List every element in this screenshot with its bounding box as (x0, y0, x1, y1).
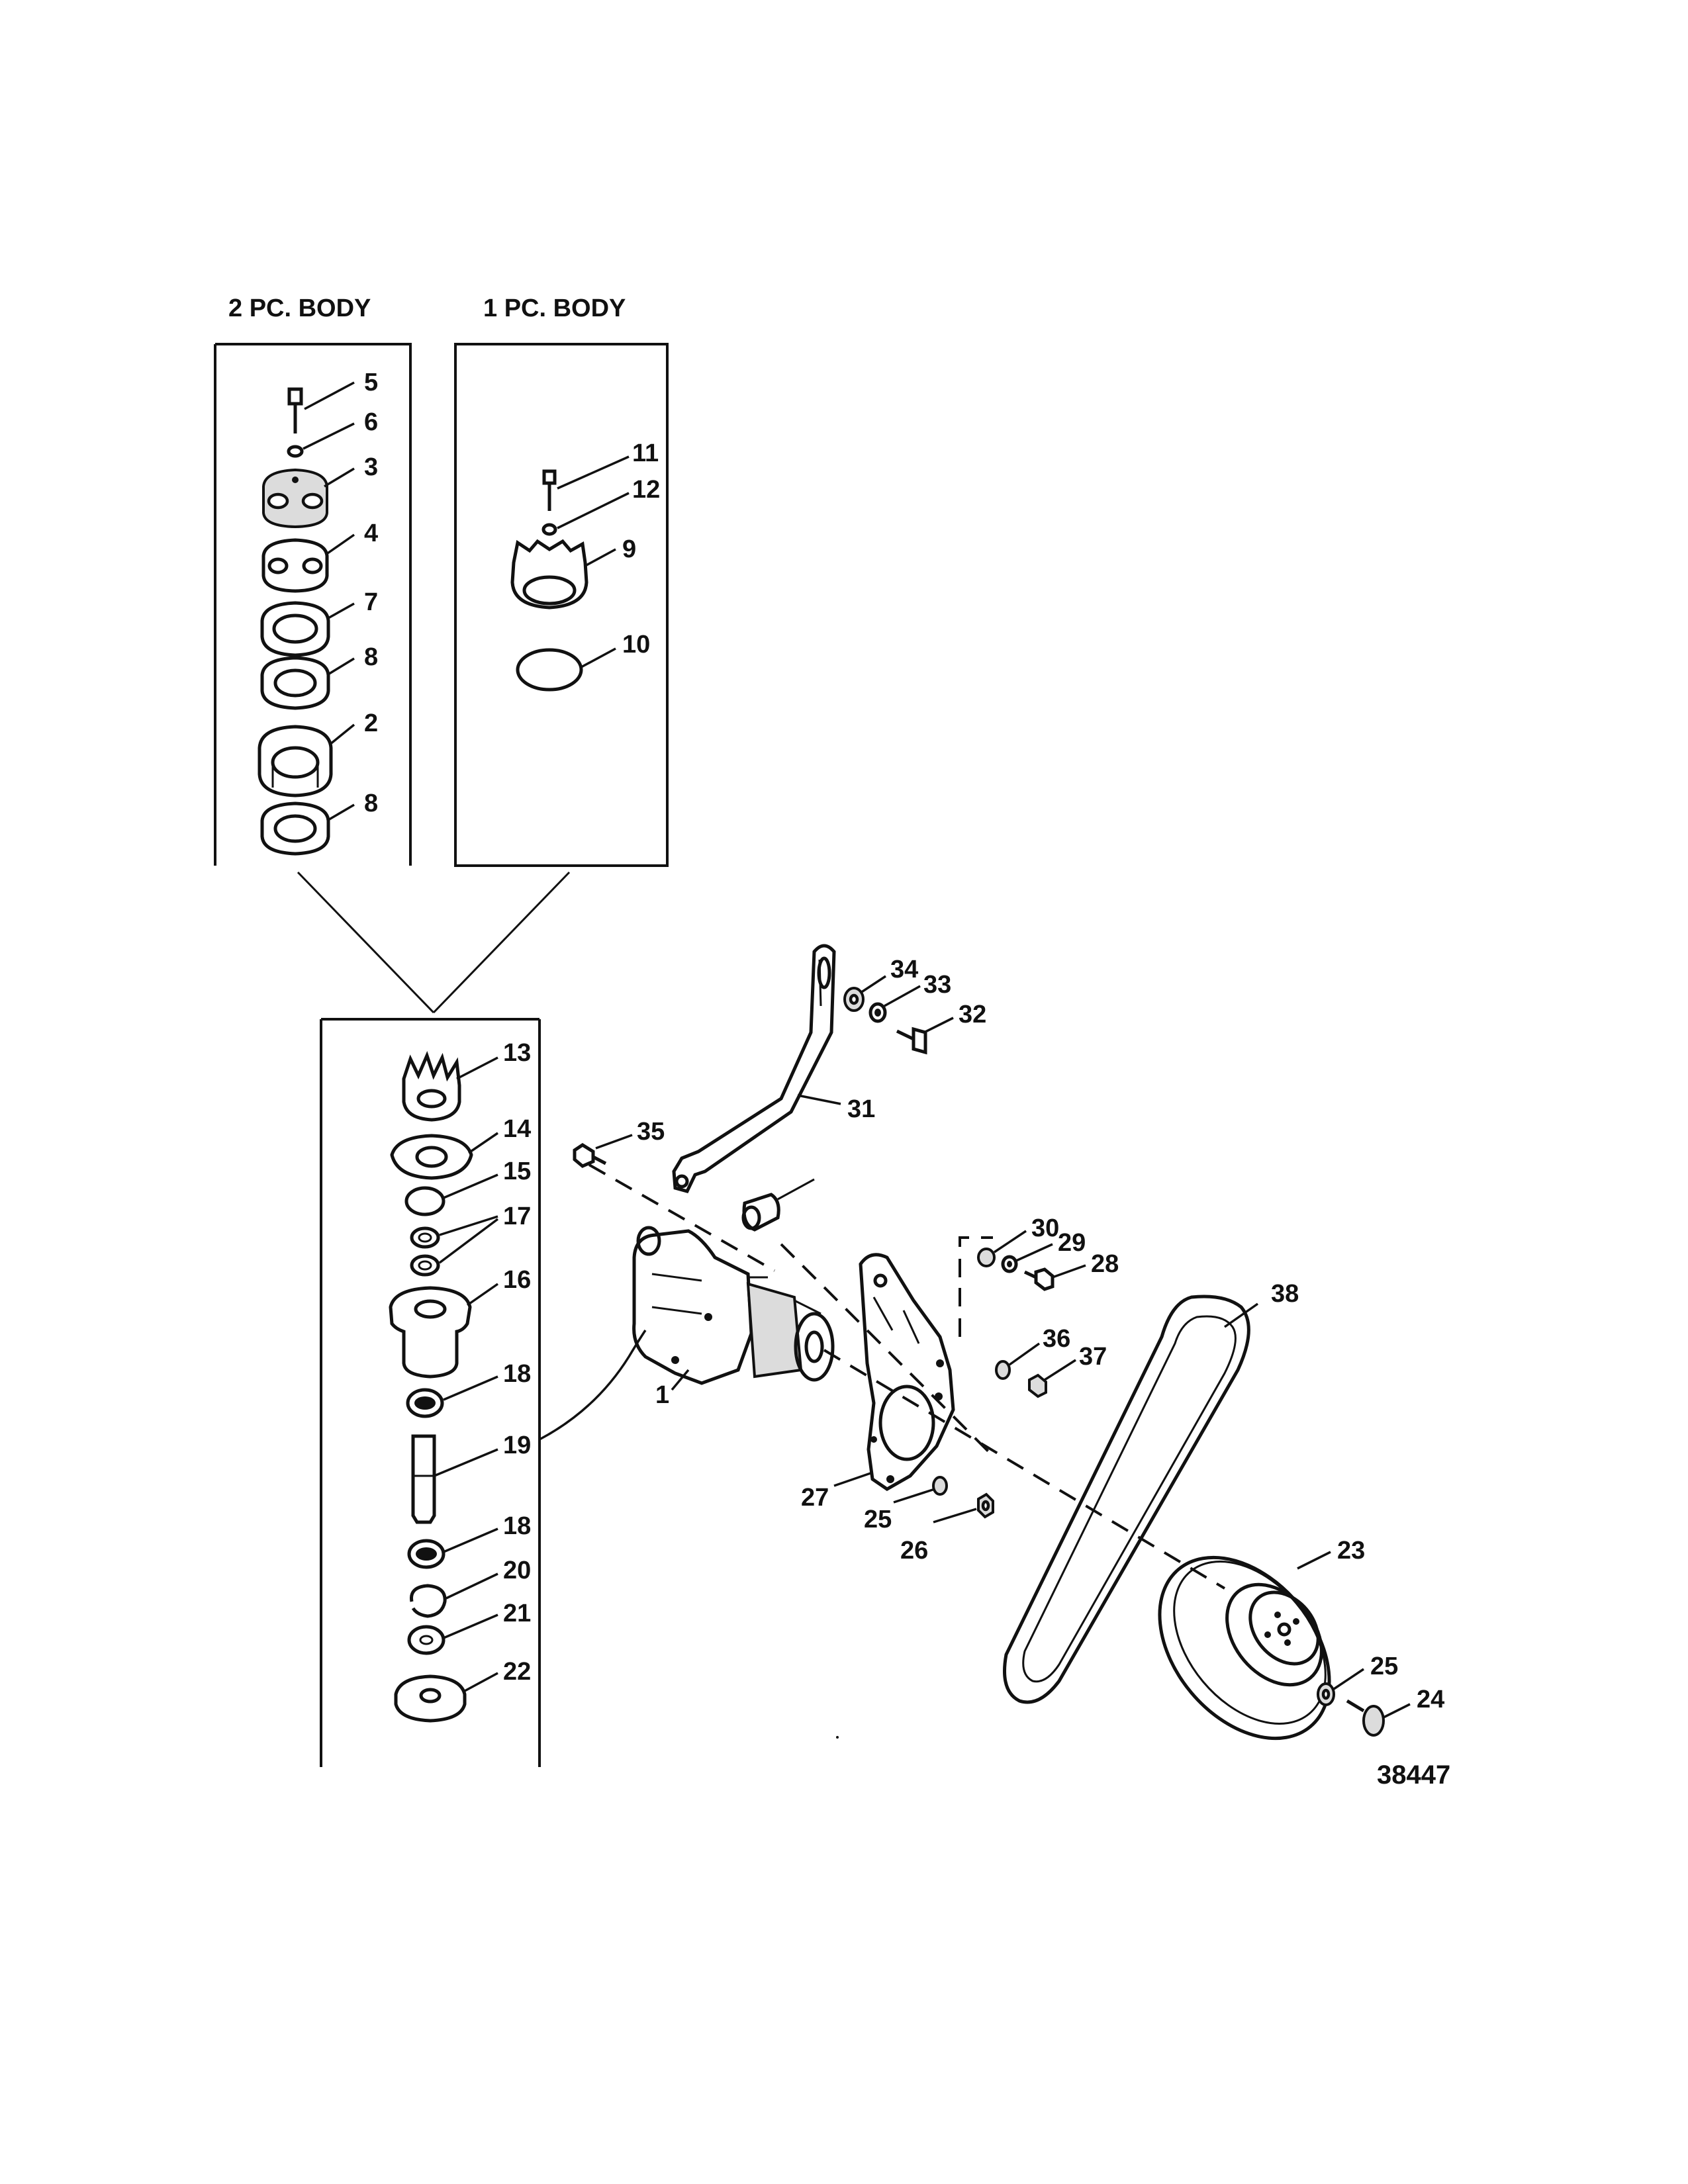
lockwasher-33 (868, 1002, 887, 1023)
retaining-ring-20 (410, 1584, 447, 1618)
leaders-1pc (557, 455, 630, 668)
o-ring-10 (516, 648, 583, 692)
panel-pump-internals (320, 1018, 541, 1767)
callout-18-lower: 18 (503, 1512, 531, 1540)
internals-link-curve (539, 1330, 647, 1441)
header-2pc-body: 2 PC. BODY (228, 295, 371, 322)
panel-connector-lines (297, 871, 571, 1014)
pump-body-9 (510, 539, 588, 610)
figure-number: 38447 (1377, 1760, 1450, 1790)
callout-1: 1 (655, 1381, 669, 1409)
callout-32: 32 (959, 1001, 986, 1028)
lockwasher-29 (1001, 1255, 1018, 1273)
callout-20: 20 (503, 1557, 531, 1584)
callout-3: 3 (364, 453, 378, 481)
assembly-dash-lines (588, 1163, 1226, 1590)
callout-25-bracket: 25 (864, 1506, 892, 1533)
callout-22: 22 (503, 1658, 531, 1686)
callout-13: 13 (503, 1039, 531, 1067)
water-pump-assembly-1 (632, 1226, 835, 1385)
seal-21 (407, 1625, 445, 1655)
callout-18-upper: 18 (503, 1360, 531, 1388)
callout-4: 4 (364, 520, 378, 547)
callout-15: 15 (503, 1158, 531, 1185)
spacer-bushing (741, 1178, 815, 1232)
adjusting-arm-31 (672, 944, 836, 1193)
wear-plate-14 (390, 1134, 473, 1180)
gasket-4 (261, 538, 329, 593)
o-ring-15 (404, 1186, 445, 1216)
gasket-8-lower (260, 801, 330, 856)
callout-8-upper: 8 (364, 643, 378, 671)
impeller-13 (402, 1051, 461, 1122)
washer-12 (541, 523, 557, 536)
callout-9: 9 (622, 535, 636, 563)
callout-7: 7 (364, 588, 378, 616)
callout-5: 5 (364, 369, 378, 396)
washer-25-pulley (1317, 1682, 1335, 1706)
shaft-19 (411, 1434, 436, 1524)
callout-27: 27 (801, 1484, 829, 1512)
screw-5 (287, 387, 303, 433)
washer-6 (287, 445, 304, 458)
callout-14: 14 (503, 1115, 531, 1143)
nut-37 (1028, 1373, 1047, 1398)
pulley-23 (1158, 1555, 1331, 1741)
callout-29: 29 (1058, 1229, 1086, 1257)
callout-28: 28 (1091, 1250, 1119, 1278)
stray-dot (836, 1736, 839, 1739)
callout-21: 21 (503, 1600, 531, 1627)
panel-1pc-body (454, 343, 669, 867)
callout-16: 16 (503, 1266, 531, 1294)
callout-33: 33 (923, 971, 951, 999)
nut-26 (977, 1492, 994, 1519)
leaders-main (595, 975, 1411, 1719)
callout-19: 19 (503, 1432, 531, 1459)
bolt-35 (573, 1143, 607, 1168)
bolt-24 (1346, 1699, 1385, 1737)
callout-2: 2 (364, 709, 378, 737)
washer-34 (843, 987, 865, 1012)
callout-34: 34 (890, 956, 918, 983)
wear-plate-7 (260, 601, 330, 657)
panel-2pc-body (214, 343, 412, 866)
callout-31: 31 (847, 1095, 875, 1123)
washer-25-bracket (932, 1476, 948, 1496)
leaders-2pc (303, 381, 355, 822)
callout-24: 24 (1417, 1686, 1444, 1713)
leaders-internals (434, 1056, 499, 1692)
callout-12: 12 (632, 476, 660, 504)
bearing-18-lower (407, 1539, 445, 1569)
callout-17: 17 (503, 1203, 531, 1230)
drive-belt-38 (1003, 1295, 1250, 1704)
callout-11: 11 (632, 439, 659, 467)
callout-35: 35 (637, 1118, 665, 1146)
callout-10: 10 (622, 631, 650, 659)
callout-23: 23 (1337, 1537, 1365, 1565)
callout-30: 30 (1031, 1214, 1059, 1242)
bearing-18-upper (406, 1388, 444, 1418)
callout-labels: 5 6 3 4 7 8 2 8 11 12 9 10 13 14 15 17 1… (364, 369, 1444, 1713)
bearing-housing-16 (389, 1286, 472, 1379)
cover-plate-3 (262, 468, 328, 529)
bolt-28 (1023, 1267, 1055, 1291)
callout-38: 38 (1271, 1280, 1299, 1308)
callout-25-pulley: 25 (1370, 1653, 1398, 1680)
pump-body-2 (258, 725, 333, 797)
gasket-8-upper (260, 656, 330, 710)
header-1pc-body: 1 PC. BODY (483, 295, 626, 322)
mounting-bracket-27 (859, 1253, 955, 1491)
washer-30 (977, 1248, 996, 1267)
callout-8-lower: 8 (364, 790, 378, 817)
screw-11 (542, 469, 557, 511)
callout-37: 37 (1079, 1343, 1107, 1371)
washer-36 (995, 1360, 1011, 1380)
seals-17 (410, 1226, 440, 1277)
flange-22 (394, 1674, 467, 1723)
callout-26: 26 (900, 1537, 928, 1565)
callout-6: 6 (364, 408, 378, 436)
callout-36: 36 (1043, 1325, 1070, 1353)
bolt-32 (896, 1026, 927, 1055)
